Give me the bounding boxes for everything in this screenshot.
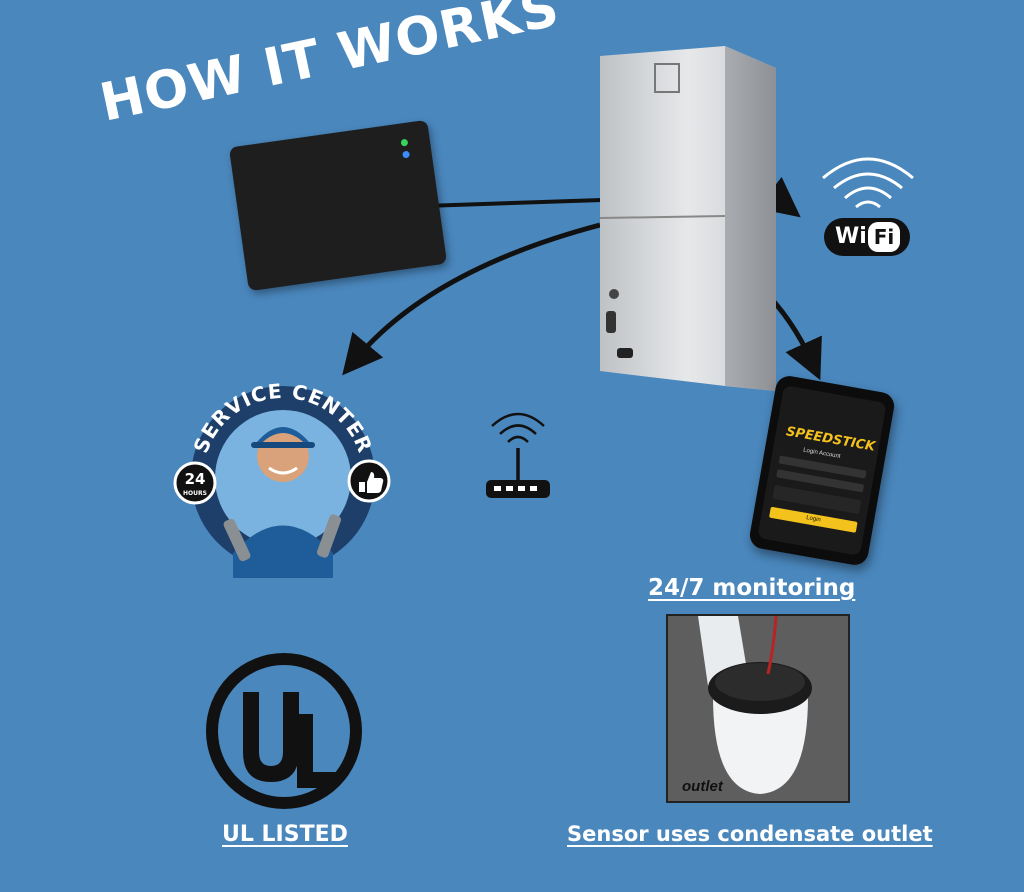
app-brand-logo: SPEEDSTICK [784,424,877,455]
blue-led-icon [402,150,411,159]
arrow-to-service-center [342,222,601,376]
router-icon [486,412,550,498]
controller-device [228,119,448,292]
login-title: Login Account [802,447,841,460]
sensor-photo: outlet [666,614,850,803]
outlet-label: outlet [682,778,723,795]
ul-listed-caption: UL LISTED [222,822,348,847]
air-handler-unit [600,46,776,391]
registered-mark: ® [262,766,276,782]
green-led-icon [400,138,409,147]
wifi-badge-fi: Fi [868,222,900,252]
ul-logo: ® [206,653,362,809]
phone-screen: SPEEDSTICK Login Account Login [757,385,887,556]
monitoring-caption: 24/7 monitoring [648,575,856,601]
wifi-badge: Wi Fi [824,218,910,256]
hours-label: HOURS [183,490,207,497]
sensor-caption: Sensor uses condensate outlet [567,822,933,846]
wifi-badge-wi: Wi [835,224,867,249]
service-center-badge: SERVICE CENTER 24 HOURS [173,379,391,578]
wifi-icon [822,157,914,209]
hours-number: 24 [185,470,206,488]
